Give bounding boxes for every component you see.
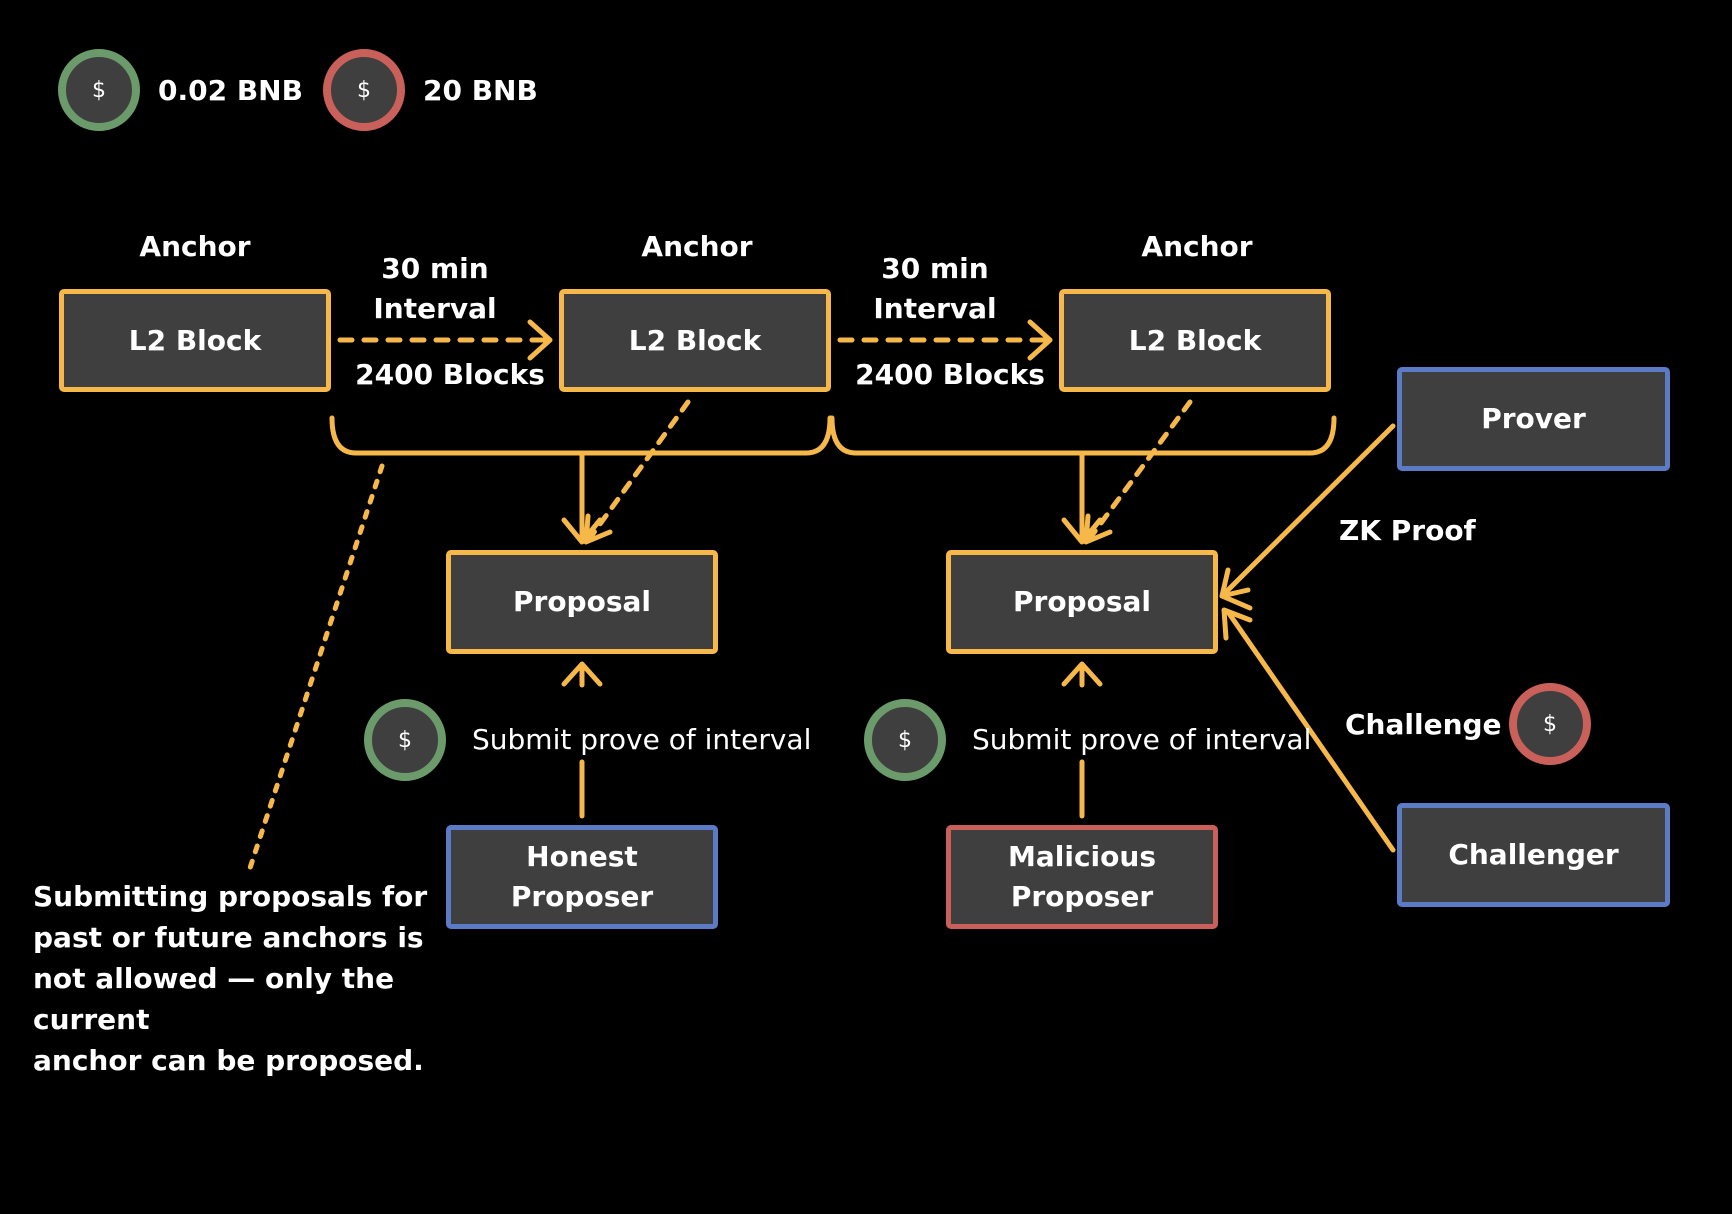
anchor-to-proposal-1-head	[583, 513, 613, 545]
anchor-caption-1: Anchor	[139, 230, 251, 263]
interval-duration-2: 30 min Interval	[873, 252, 997, 325]
honest-proposer-box[interactable]: Honest Proposer	[446, 825, 718, 929]
interval-blocks-1: 2400 Blocks	[355, 358, 545, 391]
bracket-arrow-2-head	[1061, 517, 1103, 545]
interval-arrow-2-head	[1027, 319, 1053, 361]
interval-blocks-2: 2400 Blocks	[855, 358, 1045, 391]
anchor-to-proposal-2	[1087, 399, 1193, 541]
challenger-box[interactable]: Challenger	[1397, 803, 1670, 907]
honest-stake-coin-icon: $	[364, 699, 446, 781]
challenge-arrow	[1225, 609, 1396, 853]
challenge-stake-coin-icon: $	[1509, 683, 1591, 765]
challenge-arrow-head	[1221, 607, 1253, 641]
challenge-label: Challenge	[1345, 708, 1502, 741]
dollar-icon: $	[92, 77, 106, 103]
interval-duration-1: 30 min Interval	[373, 252, 497, 325]
interval-bracket-1	[329, 415, 833, 456]
anchor-caption-2: Anchor	[641, 230, 753, 263]
legend-large-stake-label: 20 BNB	[423, 74, 538, 107]
zk-proof-label: ZK Proof	[1339, 514, 1476, 547]
l2-block-2[interactable]: L2 Block	[559, 289, 831, 392]
legend-large-stake-coin-icon: $	[323, 49, 405, 131]
dollar-icon: $	[898, 727, 912, 753]
dollar-icon: $	[398, 727, 412, 753]
interval-bracket-2	[829, 415, 1337, 456]
zk-proof-arrow	[1221, 423, 1396, 597]
note-pointer	[247, 463, 385, 871]
malicious-stake-coin-icon: $	[864, 699, 946, 781]
legend-small-stake-label: 0.02 BNB	[158, 74, 303, 107]
interval-arrow-1-head	[527, 319, 553, 361]
bracket-arrow-1-head	[561, 517, 603, 545]
malicious-proposer-box[interactable]: Malicious Proposer	[946, 825, 1218, 929]
prover-box[interactable]: Prover	[1397, 367, 1670, 471]
anchor-to-proposal-2-head	[1083, 513, 1113, 545]
dollar-icon: $	[357, 77, 371, 103]
proposal-box-1[interactable]: Proposal	[446, 550, 718, 654]
anchor-rule-note: Submitting proposals for past or future …	[33, 880, 428, 1077]
legend-small-stake-coin-icon: $	[58, 49, 140, 131]
submit-arrow-2-head	[1061, 661, 1103, 687]
dollar-icon: $	[1543, 711, 1557, 737]
l2-block-1[interactable]: L2 Block	[59, 289, 331, 392]
malicious-submit-label: Submit prove of interval	[972, 723, 1312, 756]
proposal-box-2[interactable]: Proposal	[946, 550, 1218, 654]
l2-block-3[interactable]: L2 Block	[1059, 289, 1331, 392]
honest-submit-label: Submit prove of interval	[472, 723, 812, 756]
anchor-to-proposal-1	[587, 399, 691, 541]
zk-proof-arrow-return	[1219, 593, 1253, 611]
anchor-caption-3: Anchor	[1141, 230, 1253, 263]
submit-arrow-1-head	[561, 661, 603, 687]
